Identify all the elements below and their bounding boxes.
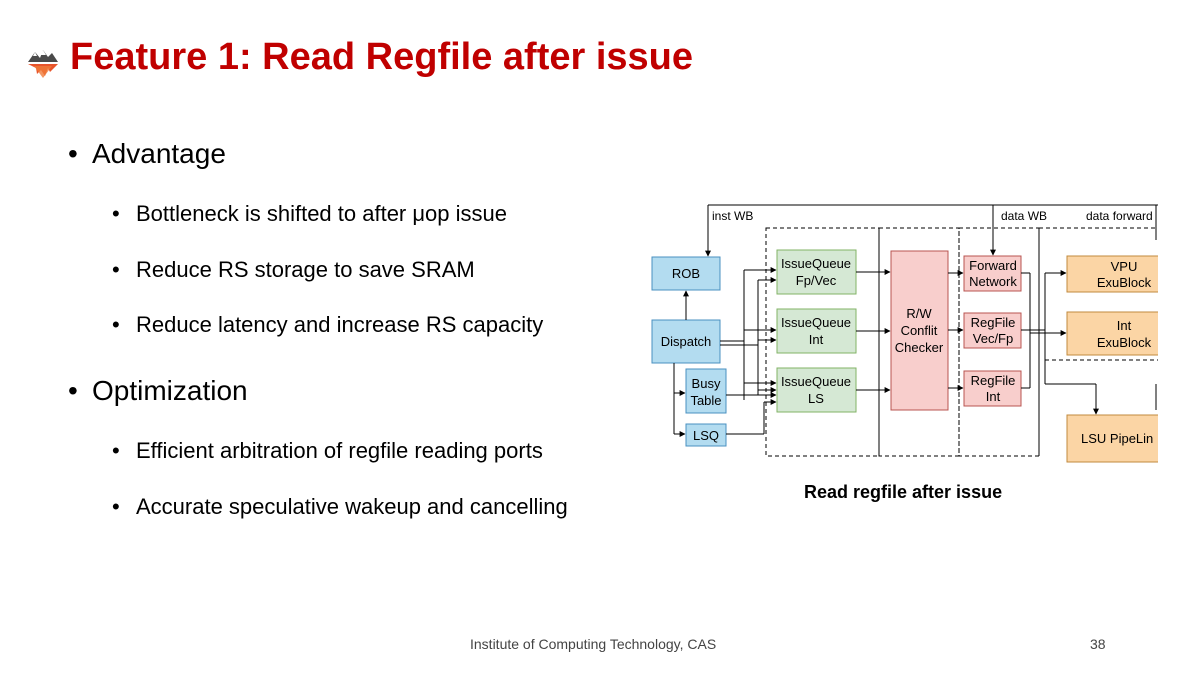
footer-institution: Institute of Computing Technology, CAS <box>470 636 717 652</box>
bullet-advantage: •Advantage <box>68 138 226 169</box>
iq-fpvec-label: Fp/Vec <box>796 273 837 288</box>
dispatch-block <box>651 319 721 364</box>
iq-ls-label: IssueQueue <box>781 374 851 389</box>
page-number: 38 <box>1090 636 1106 652</box>
rw-checker-label: R/W <box>906 306 932 321</box>
bullet-optimization: •Optimization <box>68 375 248 406</box>
sub-bullet: •Reduce latency and increase RS capacity <box>112 312 544 337</box>
bullet-dot: • <box>112 312 120 337</box>
sub-bullet: •Efficient arbitration of regfile readin… <box>112 438 543 463</box>
rw-checker-block <box>890 250 949 411</box>
vpu-exublock <box>1066 255 1160 293</box>
bullet-dot: • <box>68 375 78 406</box>
int-exublock <box>1066 311 1160 356</box>
iq-int-label: IssueQueue <box>781 315 851 330</box>
lsu-pipeline-block <box>1066 414 1160 463</box>
rob-label: ROB <box>672 266 700 281</box>
data-forward-label: data forward <box>1086 209 1153 223</box>
bullet-dot: • <box>112 201 120 226</box>
sub-bullet: •Reduce RS storage to save SRAM <box>112 257 475 282</box>
dispatch-label: Dispatch <box>661 334 712 349</box>
issue-stage-region <box>765 227 880 457</box>
inst-wb-label: inst WB <box>712 209 753 223</box>
regfile-vecfp-label: Vec/Fp <box>973 331 1013 346</box>
regfile-vecfp-label: RegFile <box>971 315 1016 330</box>
bullet-dot: • <box>112 257 120 282</box>
bullet-dot: • <box>112 494 120 519</box>
pipeline-diagram: inst WB data WB data forward ROB Dispatc… <box>651 198 1160 468</box>
iq-ls-label: LS <box>808 391 824 406</box>
iq-int-label: Int <box>809 332 824 347</box>
busy-table-label: Table <box>690 393 721 408</box>
mountain-logo-icon <box>28 50 58 78</box>
int-exu-label: ExuBlock <box>1097 335 1152 350</box>
forward-network-label: Network <box>969 274 1017 289</box>
regfile-int-block <box>963 370 1022 407</box>
rob-block <box>651 256 721 291</box>
iq-fpvec-label: IssueQueue <box>781 256 851 271</box>
iq-int-block <box>776 308 857 354</box>
iq-ls-block <box>776 367 857 413</box>
sub-bullet: •Bottleneck is shifted to after μop issu… <box>112 201 507 226</box>
rw-checker-label: Checker <box>895 340 944 355</box>
data-wb-label: data WB <box>1001 209 1047 223</box>
lsq-block <box>685 423 727 447</box>
busy-table-label: Busy <box>692 376 721 391</box>
bullet-dot: • <box>68 138 78 169</box>
forward-network-label: Forward <box>969 258 1017 273</box>
regfile-int-label: RegFile <box>971 373 1016 388</box>
page-title: Feature 1: Read Regfile after issue <box>70 36 693 78</box>
regfile-int-label: Int <box>986 389 1001 404</box>
lsu-label: LSU PipeLin <box>1081 431 1153 446</box>
busy-table-block <box>685 368 727 414</box>
vpu-label: VPU <box>1111 259 1138 274</box>
lsq-label: LSQ <box>693 428 719 443</box>
int-exu-label: Int <box>1117 318 1132 333</box>
rw-checker-label: Conflit <box>901 323 938 338</box>
vpu-label: ExuBlock <box>1097 275 1152 290</box>
iq-fpvec-block <box>776 249 857 295</box>
forward-network-block <box>963 255 1022 292</box>
diagram-caption: Read regfile after issue <box>804 482 1003 502</box>
sub-bullet: •Accurate speculative wakeup and cancell… <box>112 494 568 519</box>
bullet-dot: • <box>112 438 120 463</box>
